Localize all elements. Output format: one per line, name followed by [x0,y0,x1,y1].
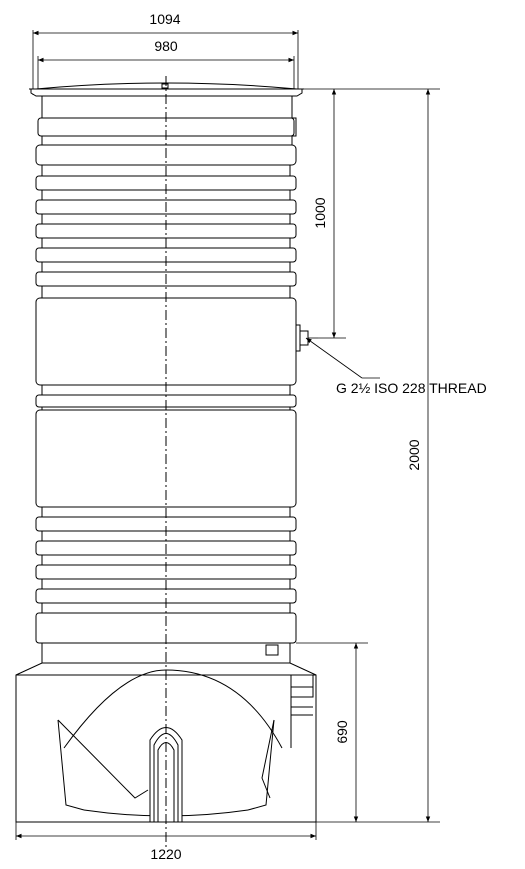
thread-annotation: G 2½ ISO 228 THREAD [305,337,487,396]
outlet-fitting [295,324,318,352]
dim-top-outer-width: 1094 [32,11,299,95]
dim-outlet-height: 1000 [298,88,346,339]
dim-label-outlet-height: 1000 [312,197,328,228]
dim-total-height: 2000 [316,88,440,823]
dim-label-total-height: 2000 [406,439,422,470]
dim-label-top-outer: 1094 [149,11,180,27]
dim-label-top-inner: 980 [154,38,178,54]
dim-top-inner-width: 980 [37,38,295,95]
dim-label-base-width: 1220 [150,846,181,862]
thread-label: G 2½ ISO 228 THREAD [336,380,487,396]
upper-ribs [35,165,297,298]
dim-base-width: 1220 [15,822,317,862]
dim-base-height: 690 [296,642,368,822]
dim-label-base-height: 690 [334,720,350,744]
